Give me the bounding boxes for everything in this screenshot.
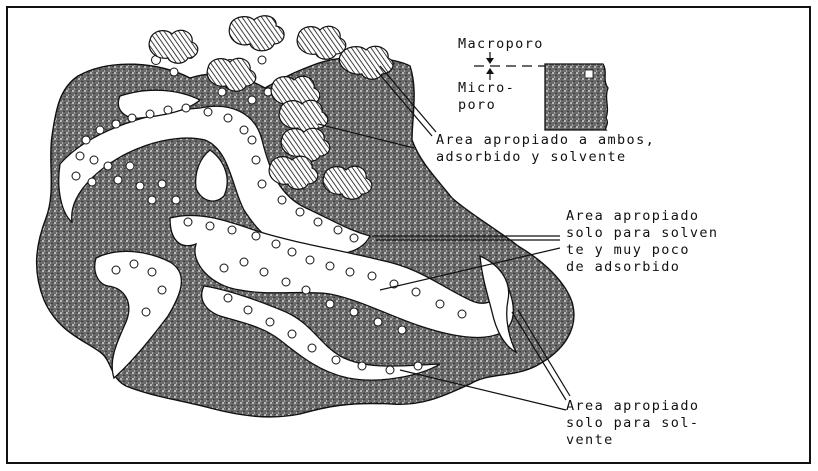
callout-solvent-only: Area apropiado solo para sol- vente bbox=[566, 398, 699, 449]
micropore-label: Micro- poro bbox=[458, 80, 515, 114]
callout-solvent-line2: solo para solven bbox=[566, 225, 718, 242]
callout-solvent-little-adsorbed: Area apropiado solo para solven te y muy… bbox=[566, 208, 718, 276]
callout-solvent-line3: te y muy poco bbox=[566, 242, 718, 259]
callout-solvent-only-line3: vente bbox=[566, 432, 699, 449]
callout-both-line1: Area apropiado a ambos, bbox=[436, 132, 655, 149]
callout-solvent-line4: de adsorbido bbox=[566, 259, 718, 276]
callout-both-line2: adsorbido y solvente bbox=[436, 149, 655, 166]
callout-solvent-only-line1: Area apropiado bbox=[566, 398, 699, 415]
callout-solvent-line1: Area apropiado bbox=[566, 208, 718, 225]
micropore-label-line1: Micro- bbox=[458, 80, 515, 97]
micropore-label-line2: poro bbox=[458, 97, 515, 114]
callout-solvent-only-line2: solo para sol- bbox=[566, 415, 699, 432]
callout-both: Area apropiado a ambos, adsorbido y solv… bbox=[436, 132, 655, 166]
macropore-label: Macroporo bbox=[458, 36, 544, 53]
